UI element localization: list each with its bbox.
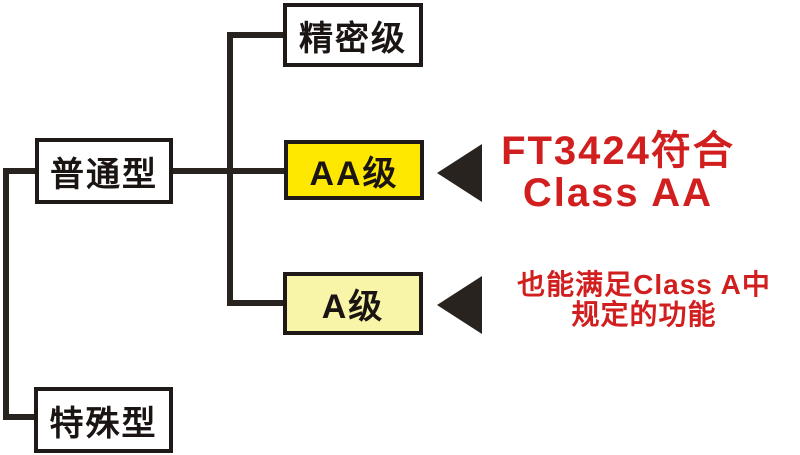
- triangle-left-icon: [437, 144, 482, 202]
- node-ordinary-type: 普通型: [35, 138, 173, 204]
- annotation-a-grade: 也能满足Class A中 规定的功能: [488, 270, 800, 329]
- node-special-type-label: 特殊型: [49, 404, 158, 443]
- connector-root-to-ordinary: [3, 168, 35, 174]
- node-precision-grade: 精密级: [283, 3, 423, 67]
- node-aa-grade-label: AA级: [309, 154, 399, 193]
- annotation-a-line2: 规定的功能: [571, 298, 717, 330]
- connector-root-vertical: [3, 168, 9, 420]
- triangle-left-icon: [437, 276, 482, 334]
- node-ordinary-type-label: 普通型: [50, 155, 158, 194]
- annotation-aa-line1: FT3424符合: [501, 129, 735, 173]
- node-precision-grade-label: 精密级: [299, 19, 407, 58]
- annotation-aa-grade: FT3424符合 Class AA: [468, 130, 768, 214]
- node-a-grade: A级: [283, 272, 423, 335]
- annotation-aa-line2: Class AA: [522, 171, 714, 215]
- node-special-type: 特殊型: [34, 387, 173, 453]
- annotation-a-line1: 也能满足Class A中: [517, 269, 771, 300]
- connector-branch-vertical: [227, 32, 233, 306]
- connector-root-to-special: [3, 414, 34, 420]
- node-a-grade-label: A级: [321, 288, 385, 326]
- connector-branch-to-a: [227, 300, 283, 306]
- node-aa-grade: AA级: [284, 140, 424, 200]
- connector-branch-to-precision: [227, 32, 283, 38]
